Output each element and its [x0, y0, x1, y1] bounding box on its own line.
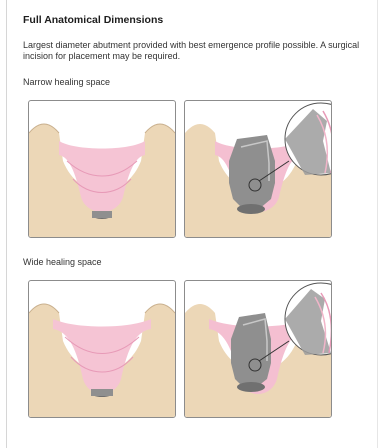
narrow-abutment-magnified-illustration	[184, 100, 332, 238]
description-text: Largest diameter abutment provided with …	[23, 40, 368, 61]
implant-site-icon	[29, 281, 175, 417]
narrow-healing-implant-illustration	[28, 100, 176, 238]
narrow-healing-label: Narrow healing space	[23, 77, 110, 87]
wide-healing-label: Wide healing space	[23, 257, 102, 267]
implant-site-icon	[29, 101, 175, 237]
wide-healing-implant-illustration	[28, 280, 176, 418]
section-heading: Full Anatomical Dimensions	[23, 14, 163, 26]
wide-abutment-magnified-illustration	[184, 280, 332, 418]
abutment-magnifier-icon	[185, 101, 331, 237]
abutment-magnifier-icon	[185, 281, 331, 417]
